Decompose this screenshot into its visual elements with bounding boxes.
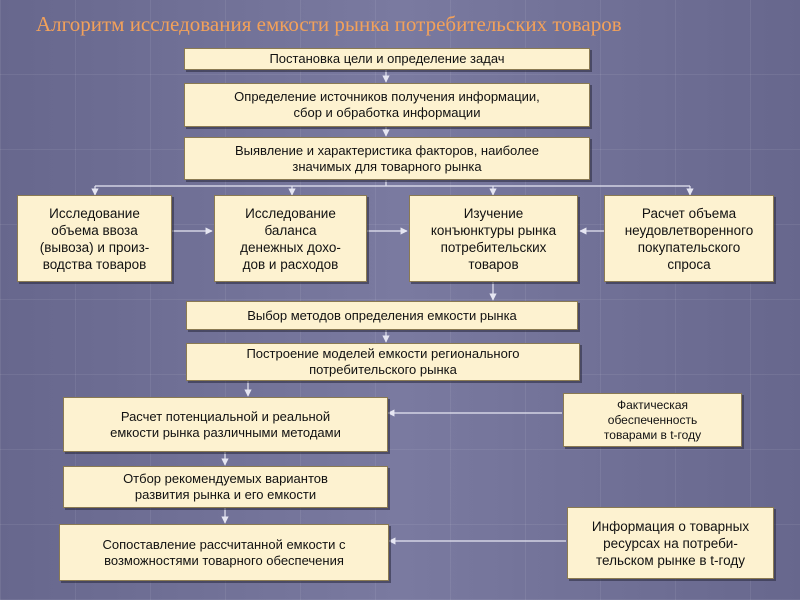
step-methods: Выбор методов определения емкости рынка [186,301,578,330]
step-unmet-demand: Расчет объема неудовлетворенного покупат… [604,195,774,282]
step-goal: Постановка цели и определение задач [184,48,590,70]
step-balance: Исследование баланса денежных дохо- дов … [214,195,367,282]
step-comparison: Сопоставление рассчитанной емкости с воз… [59,524,389,581]
step-conjuncture: Изучение конъюнктуры рынка потребительск… [409,195,578,282]
step-models: Построение моделей емкости регионального… [186,343,580,381]
page-title: Алгоритм исследования емкости рынка потр… [36,12,622,36]
step-factors: Выявление и характеристика факторов, наи… [184,137,590,180]
step-sources: Определение источников получения информа… [184,83,590,127]
input-actual-supply: Фактическая обеспеченность товарами в t-… [563,393,742,447]
step-imports: Исследование объема ввоза (вывоза) и про… [17,195,172,282]
step-capacity-calc: Расчет потенциальной и реальной емкости … [63,397,388,452]
input-resources-info: Информация о товарных ресурсах на потреб… [567,507,774,579]
step-variants: Отбор рекомендуемых вариантов развития р… [63,466,388,508]
